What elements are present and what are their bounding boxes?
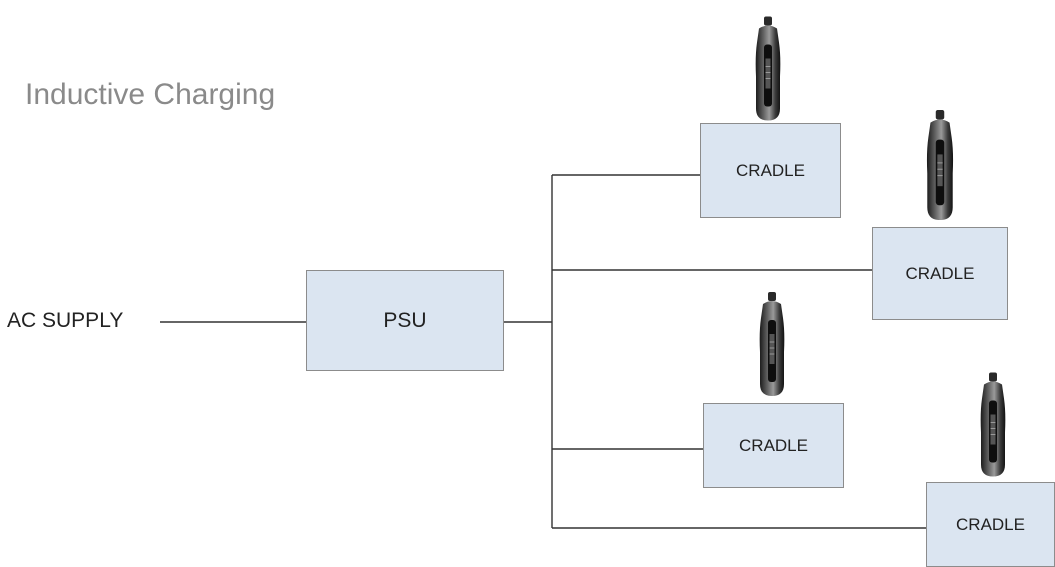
cradle-3: CRADLE [703,403,844,488]
diagram-title: Inductive Charging [25,78,276,111]
cradle-label: CRADLE [736,160,805,180]
cradle-label: CRADLE [905,263,975,283]
psu-label: PSU [383,308,427,332]
cradle-1: CRADLE [700,123,841,218]
handheld-device-icon [976,365,1010,484]
cradle-4: CRADLE [926,482,1055,567]
cradle-label: CRADLE [956,514,1025,534]
handheld-device-icon [755,283,789,405]
handheld-device-icon [922,101,958,229]
cradle-label: CRADLE [739,435,808,455]
ac-supply-label: AC SUPPLY [7,309,124,332]
cradle-2: CRADLE [872,227,1008,320]
handheld-device-icon [751,11,785,126]
psu-box: PSU [306,270,504,371]
